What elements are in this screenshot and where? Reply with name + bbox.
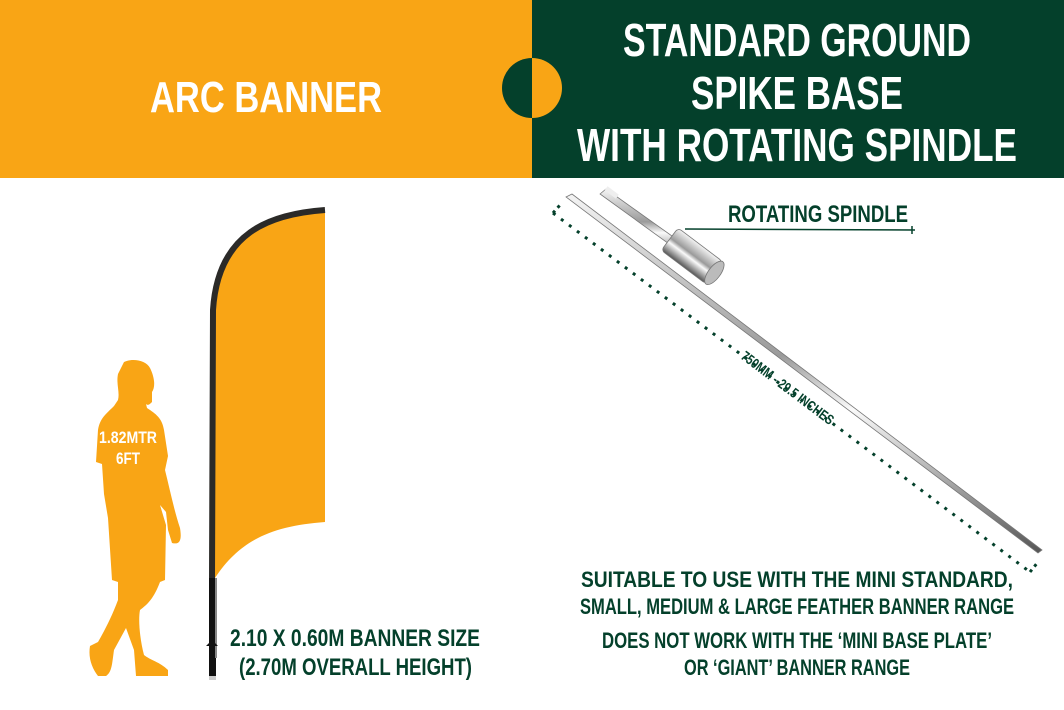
incompat-line-1: DOES NOT WORK WITH THE ‘MINI BASE PLATE’ bbox=[602, 628, 992, 653]
person-height-metric: 1.82MTR bbox=[99, 428, 157, 447]
arc-banner-flag bbox=[206, 207, 326, 680]
banner-size-label: 2.10 X 0.60M BANNER SIZE bbox=[230, 625, 480, 652]
overall-height-label: (2.70M OVERALL HEIGHT) bbox=[239, 654, 472, 681]
incompat-line-2: OR ‘GIANT’ BANNER RANGE bbox=[684, 655, 910, 680]
dimension-end-tick bbox=[551, 204, 562, 214]
header-left-panel bbox=[0, 0, 532, 178]
ground-spike-image bbox=[565, 186, 1043, 554]
header-right-title-line-2: SPIKE BASE bbox=[691, 67, 903, 119]
compat-line-1: SUITABLE TO USE WITH THE MINI STANDARD, bbox=[581, 567, 1013, 592]
header-left-title: ARC BANNER bbox=[150, 73, 382, 122]
header-right-title-line-3: WITH ROTATING SPINDLE bbox=[577, 119, 1017, 171]
header-right-title-line-1: STANDARD GROUND bbox=[623, 14, 971, 66]
compat-line-2: SMALL, MEDIUM & LARGE FEATHER BANNER RAN… bbox=[580, 594, 1014, 619]
split-circle-icon bbox=[502, 58, 562, 118]
header-right-panel bbox=[532, 0, 1064, 178]
spindle-callout-line bbox=[684, 228, 916, 231]
spindle-label: ROTATING SPINDLE bbox=[728, 201, 908, 228]
person-silhouette bbox=[89, 360, 181, 676]
person-height-imperial: 6FT bbox=[116, 449, 140, 468]
dimension-end-tick bbox=[1028, 561, 1040, 573]
